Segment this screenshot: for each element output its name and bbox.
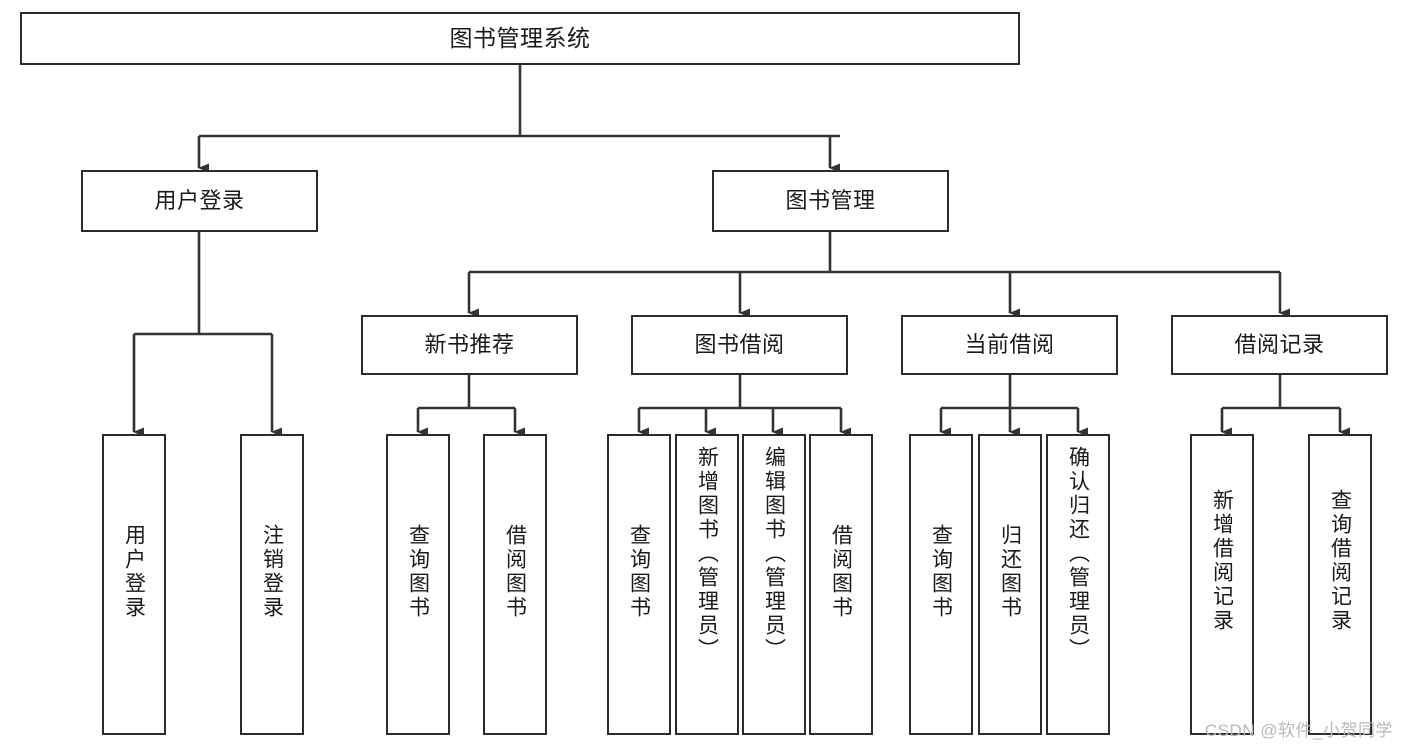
leaf-query-book-current[interactable]: 查询图书: [909, 434, 973, 735]
node-label: 注销登录: [260, 524, 284, 620]
leaf-query-borrow-record[interactable]: 查询借阅记录: [1308, 434, 1372, 735]
node-label: 查询图书: [406, 524, 430, 620]
node-label: 用户登录: [154, 188, 245, 214]
leaf-confirm-return-admin[interactable]: 确认归还（管理员）: [1046, 434, 1110, 735]
node-borrow-record[interactable]: 借阅记录: [1171, 315, 1388, 375]
leaf-add-book-admin[interactable]: 新增图书（管理员）: [675, 434, 739, 735]
leaf-return-book[interactable]: 归还图书: [978, 434, 1042, 735]
node-label: 图书管理: [785, 188, 876, 214]
node-label: 当前借阅: [964, 332, 1055, 358]
leaf-borrow-book-recommend[interactable]: 借阅图书: [483, 434, 547, 735]
node-label: 用户登录: [122, 524, 146, 620]
leaf-add-borrow-record[interactable]: 新增借阅记录: [1190, 434, 1254, 735]
node-label: 新增借阅记录: [1210, 489, 1234, 633]
node-label: 新书推荐: [424, 332, 515, 358]
leaf-query-book-borrow[interactable]: 查询图书: [607, 434, 671, 735]
leaf-query-book-recommend[interactable]: 查询图书: [386, 434, 450, 735]
node-label: 图书管理系统: [449, 24, 591, 51]
csdn-watermark: CSDN @软件_小贺同学: [1204, 721, 1393, 740]
leaf-logout-login[interactable]: 注销登录: [240, 434, 304, 735]
leaf-user-login[interactable]: 用户登录: [102, 434, 166, 735]
node-label: 查询借阅记录: [1328, 489, 1352, 633]
node-label: 查询图书: [929, 524, 953, 620]
node-label: 借阅记录: [1234, 332, 1325, 358]
node-label: 图书借阅: [694, 332, 785, 358]
leaf-edit-book-admin[interactable]: 编辑图书（管理员）: [742, 434, 806, 735]
node-book-borrow[interactable]: 图书借阅: [631, 315, 848, 375]
node-label: 借阅图书: [503, 524, 527, 620]
node-label: 借阅图书: [829, 524, 853, 620]
leaf-borrow-book-borrow[interactable]: 借阅图书: [809, 434, 873, 735]
node-label: 编辑图书（管理员）: [762, 446, 786, 662]
node-label: 新增图书（管理员）: [695, 446, 719, 662]
node-user-login[interactable]: 用户登录: [81, 170, 318, 232]
node-new-book-recommend[interactable]: 新书推荐: [361, 315, 578, 375]
node-label: 归还图书: [998, 524, 1022, 620]
node-root-book-management-system[interactable]: 图书管理系统: [20, 12, 1020, 65]
node-current-borrow[interactable]: 当前借阅: [901, 315, 1118, 375]
node-label: 确认归还（管理员）: [1066, 446, 1090, 662]
node-label: 查询图书: [627, 524, 651, 620]
node-book-manage[interactable]: 图书管理: [712, 170, 949, 232]
